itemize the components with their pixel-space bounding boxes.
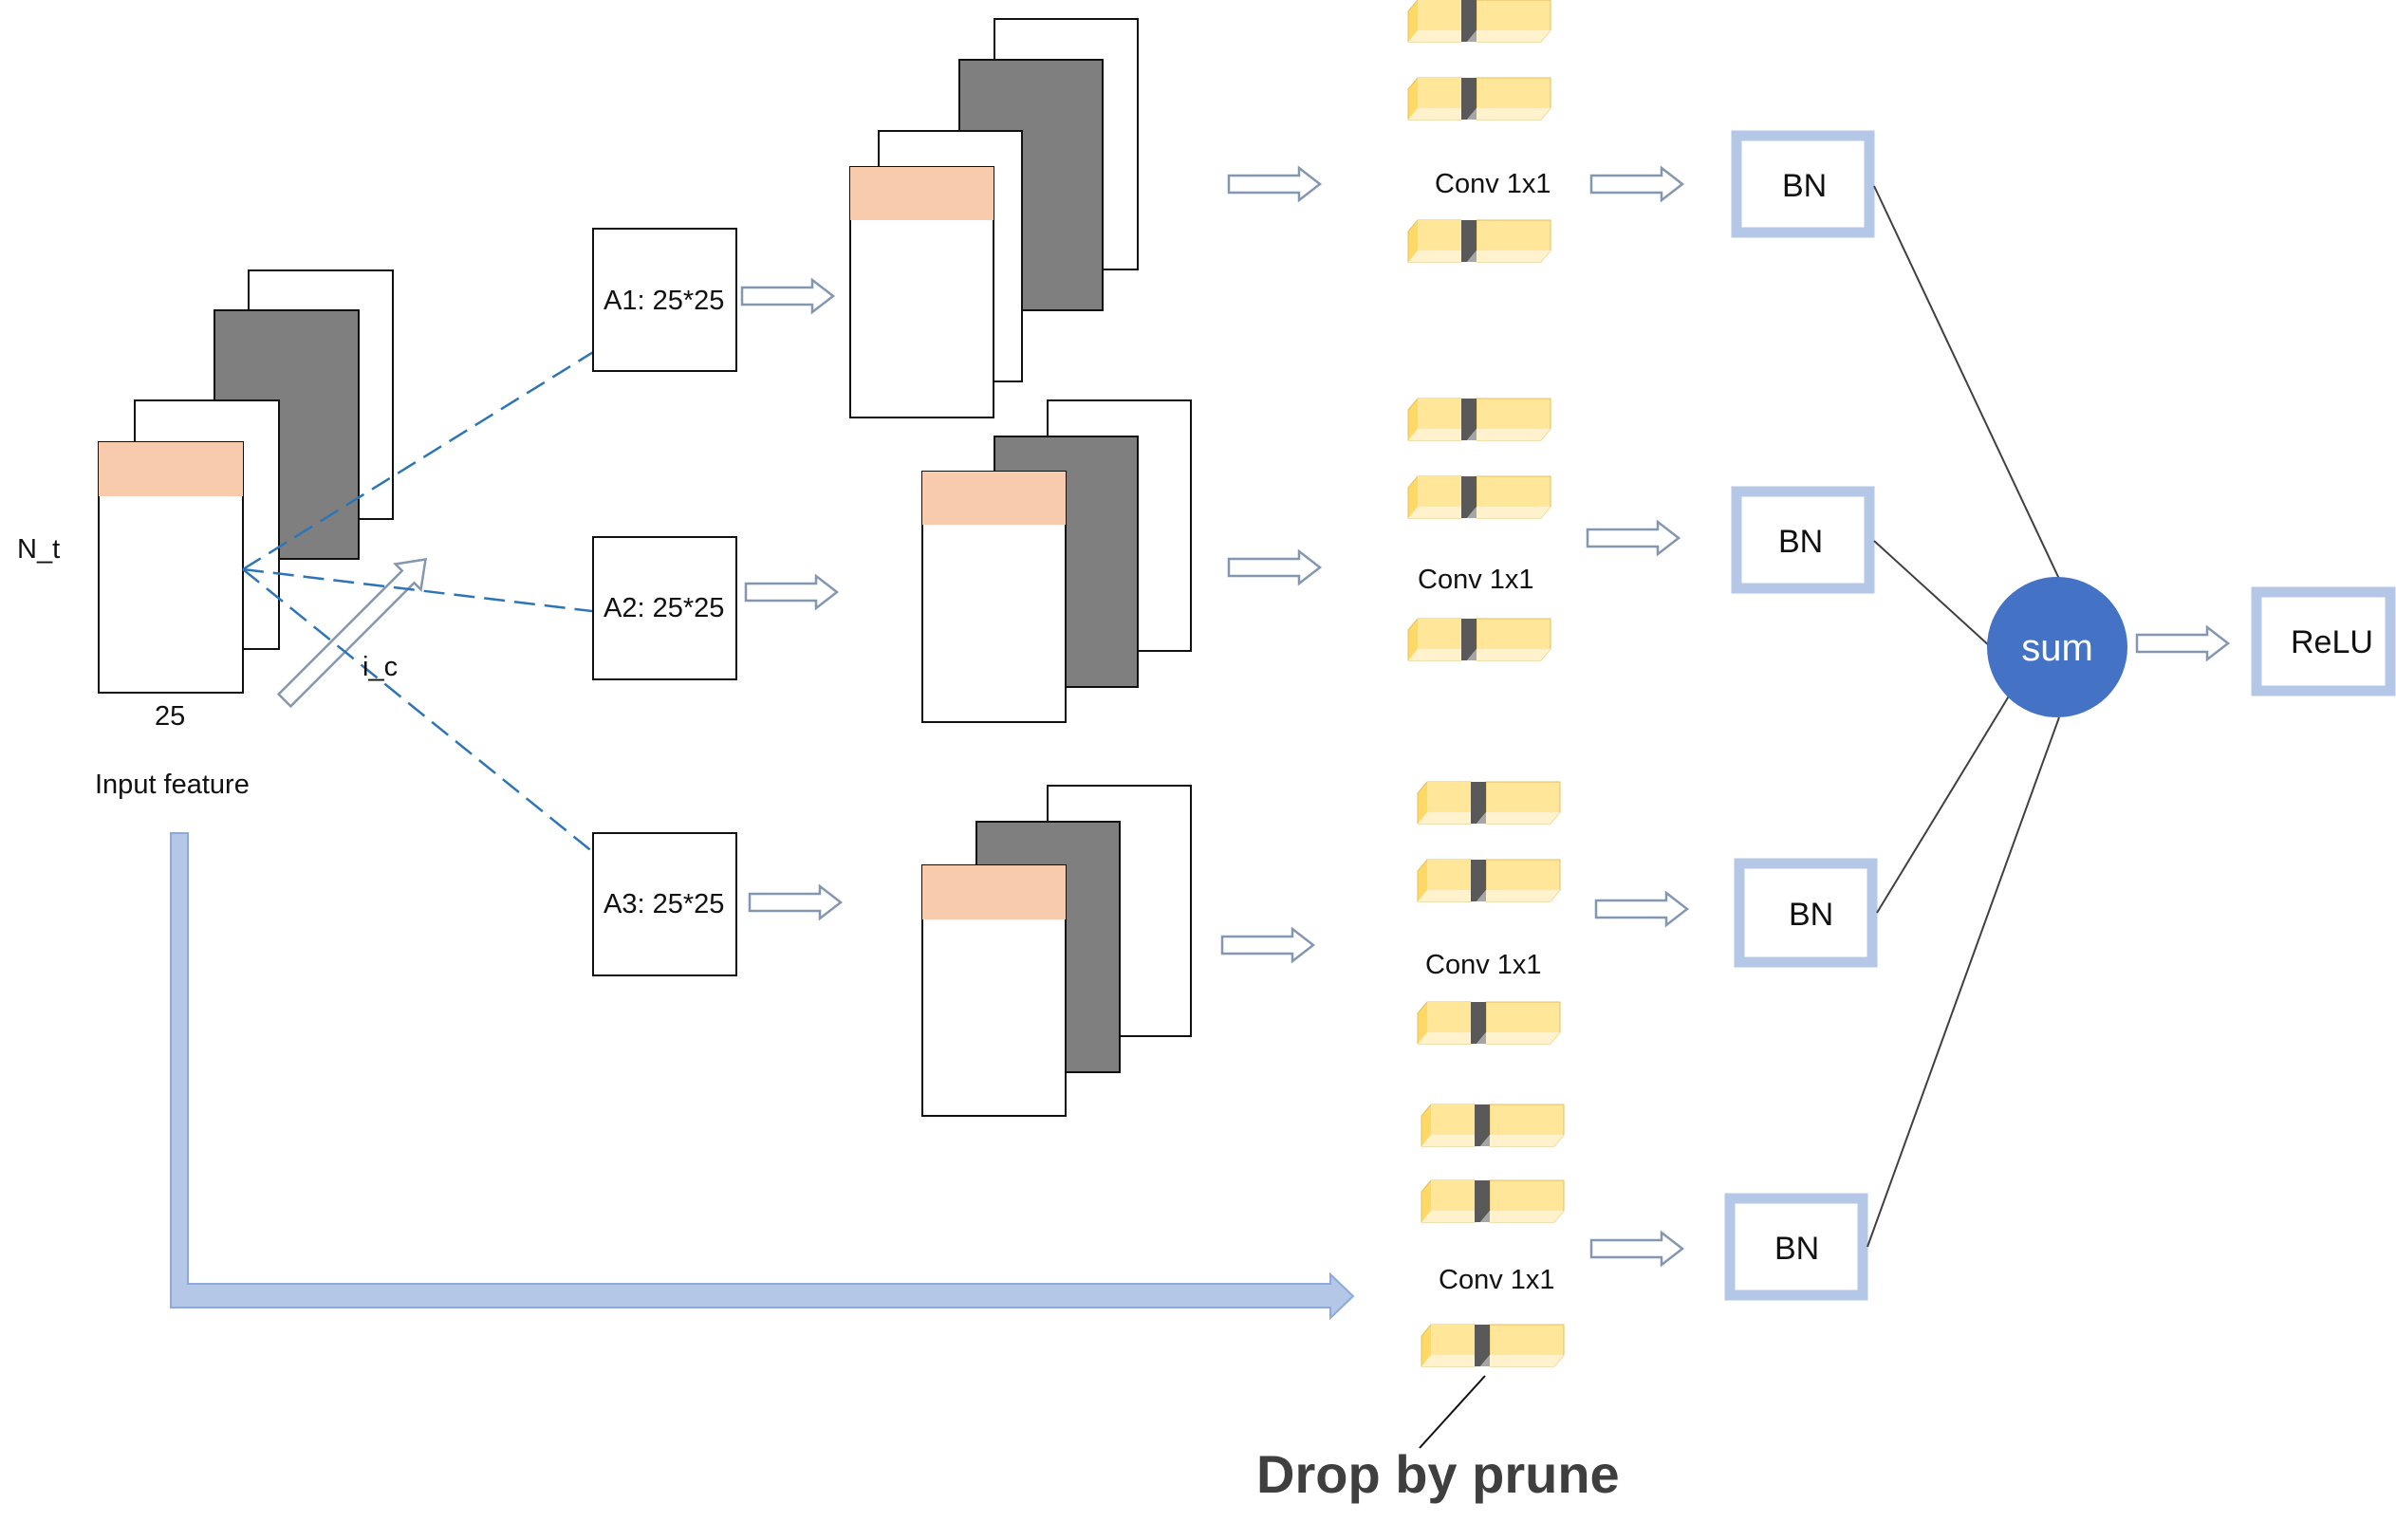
arrow-a2-to-stack	[744, 574, 839, 610]
bn-box-2: BN	[1731, 486, 1875, 594]
conv-kernel	[1407, 398, 1551, 441]
input-caption: Input feature	[95, 770, 250, 800]
arrow-stack1-to-conv	[1227, 166, 1322, 202]
a2-label: A2: 25*25	[604, 593, 724, 623]
conv-label-4: Conv 1x1	[1439, 1265, 1555, 1295]
conv-label-3: Conv 1x1	[1425, 950, 1542, 980]
arrow-sum-to-relu	[2135, 625, 2230, 661]
input-highlight-row	[99, 442, 243, 496]
conv-branch-2: Conv 1x1	[1407, 398, 1551, 661]
conv-branch-1: Conv 1x1	[1407, 0, 1551, 263]
feature-stack-3	[921, 785, 1192, 1117]
arrow-stack2-to-conv	[1227, 549, 1322, 585]
adjacency-box-a3: A3: 25*25	[592, 832, 737, 976]
feature-stack-1	[849, 18, 1139, 418]
conv-kernel	[1407, 77, 1551, 121]
adjacency-box-a1: A1: 25*25	[592, 228, 737, 372]
bn-box-3: BN	[1734, 858, 1878, 968]
skip-connection-arrow	[170, 832, 1355, 1321]
bn-label-3: BN	[1789, 897, 1833, 933]
arrow-stack3-to-conv	[1220, 927, 1315, 963]
conv-kernel	[1407, 219, 1551, 263]
arrow-conv1-to-bn	[1589, 166, 1684, 202]
nt-label: N_t	[17, 534, 60, 565]
arrow-a1-to-stack	[740, 278, 835, 314]
bn-to-sum-lines	[1867, 185, 2060, 1248]
ic-label: i_c	[362, 652, 398, 682]
conv-label-1: Conv 1x1	[1435, 169, 1551, 199]
arrow-conv4-to-bn	[1589, 1231, 1684, 1267]
adjacency-box-a2: A2: 25*25	[592, 536, 737, 680]
arrow-conv2-to-bn	[1586, 520, 1681, 556]
conv-kernel	[1407, 475, 1551, 519]
conv-kernel	[1407, 618, 1551, 661]
adjacency-links	[242, 323, 639, 881]
bn-label-1: BN	[1782, 168, 1827, 204]
conv-kernel	[1417, 781, 1561, 825]
width-label: 25	[155, 701, 185, 732]
bn-box-4: BN	[1724, 1193, 1868, 1301]
drop-by-prune-label: Drop by prune	[1256, 1444, 1620, 1504]
a3-label: A3: 25*25	[604, 889, 724, 919]
bn-label-4: BN	[1774, 1231, 1819, 1267]
conv-kernel	[1421, 1324, 1565, 1367]
conv-label-2: Conv 1x1	[1418, 565, 1534, 595]
drop-by-prune-annotation: Drop by prune	[1256, 1375, 1620, 1504]
feature-stack-2	[921, 399, 1192, 723]
sum-label: sum	[2021, 627, 2093, 669]
bn-label-2: BN	[1778, 524, 1823, 560]
conv-kernel	[1417, 1001, 1561, 1045]
relu-label: ReLU	[2291, 624, 2373, 660]
conv-branch-4: Conv 1x1	[1421, 1104, 1565, 1367]
sum-node: sum	[1987, 577, 2127, 717]
channel-direction-arrow	[276, 558, 427, 709]
arrow-conv3-to-bn	[1594, 891, 1689, 927]
input-feature-stack	[98, 269, 394, 694]
arrow-a3-to-stack	[748, 884, 843, 920]
a1-label: A1: 25*25	[604, 286, 724, 316]
conv-branch-3: Conv 1x1	[1417, 781, 1561, 1045]
conv-kernel	[1421, 1104, 1565, 1147]
bn-box-1: BN	[1731, 130, 1875, 238]
prune-pointer-line	[1419, 1375, 1486, 1449]
conv-kernel	[1407, 0, 1551, 43]
conv-kernel	[1417, 859, 1561, 902]
conv-kernel	[1421, 1179, 1565, 1223]
relu-box: ReLU	[2251, 586, 2396, 696]
